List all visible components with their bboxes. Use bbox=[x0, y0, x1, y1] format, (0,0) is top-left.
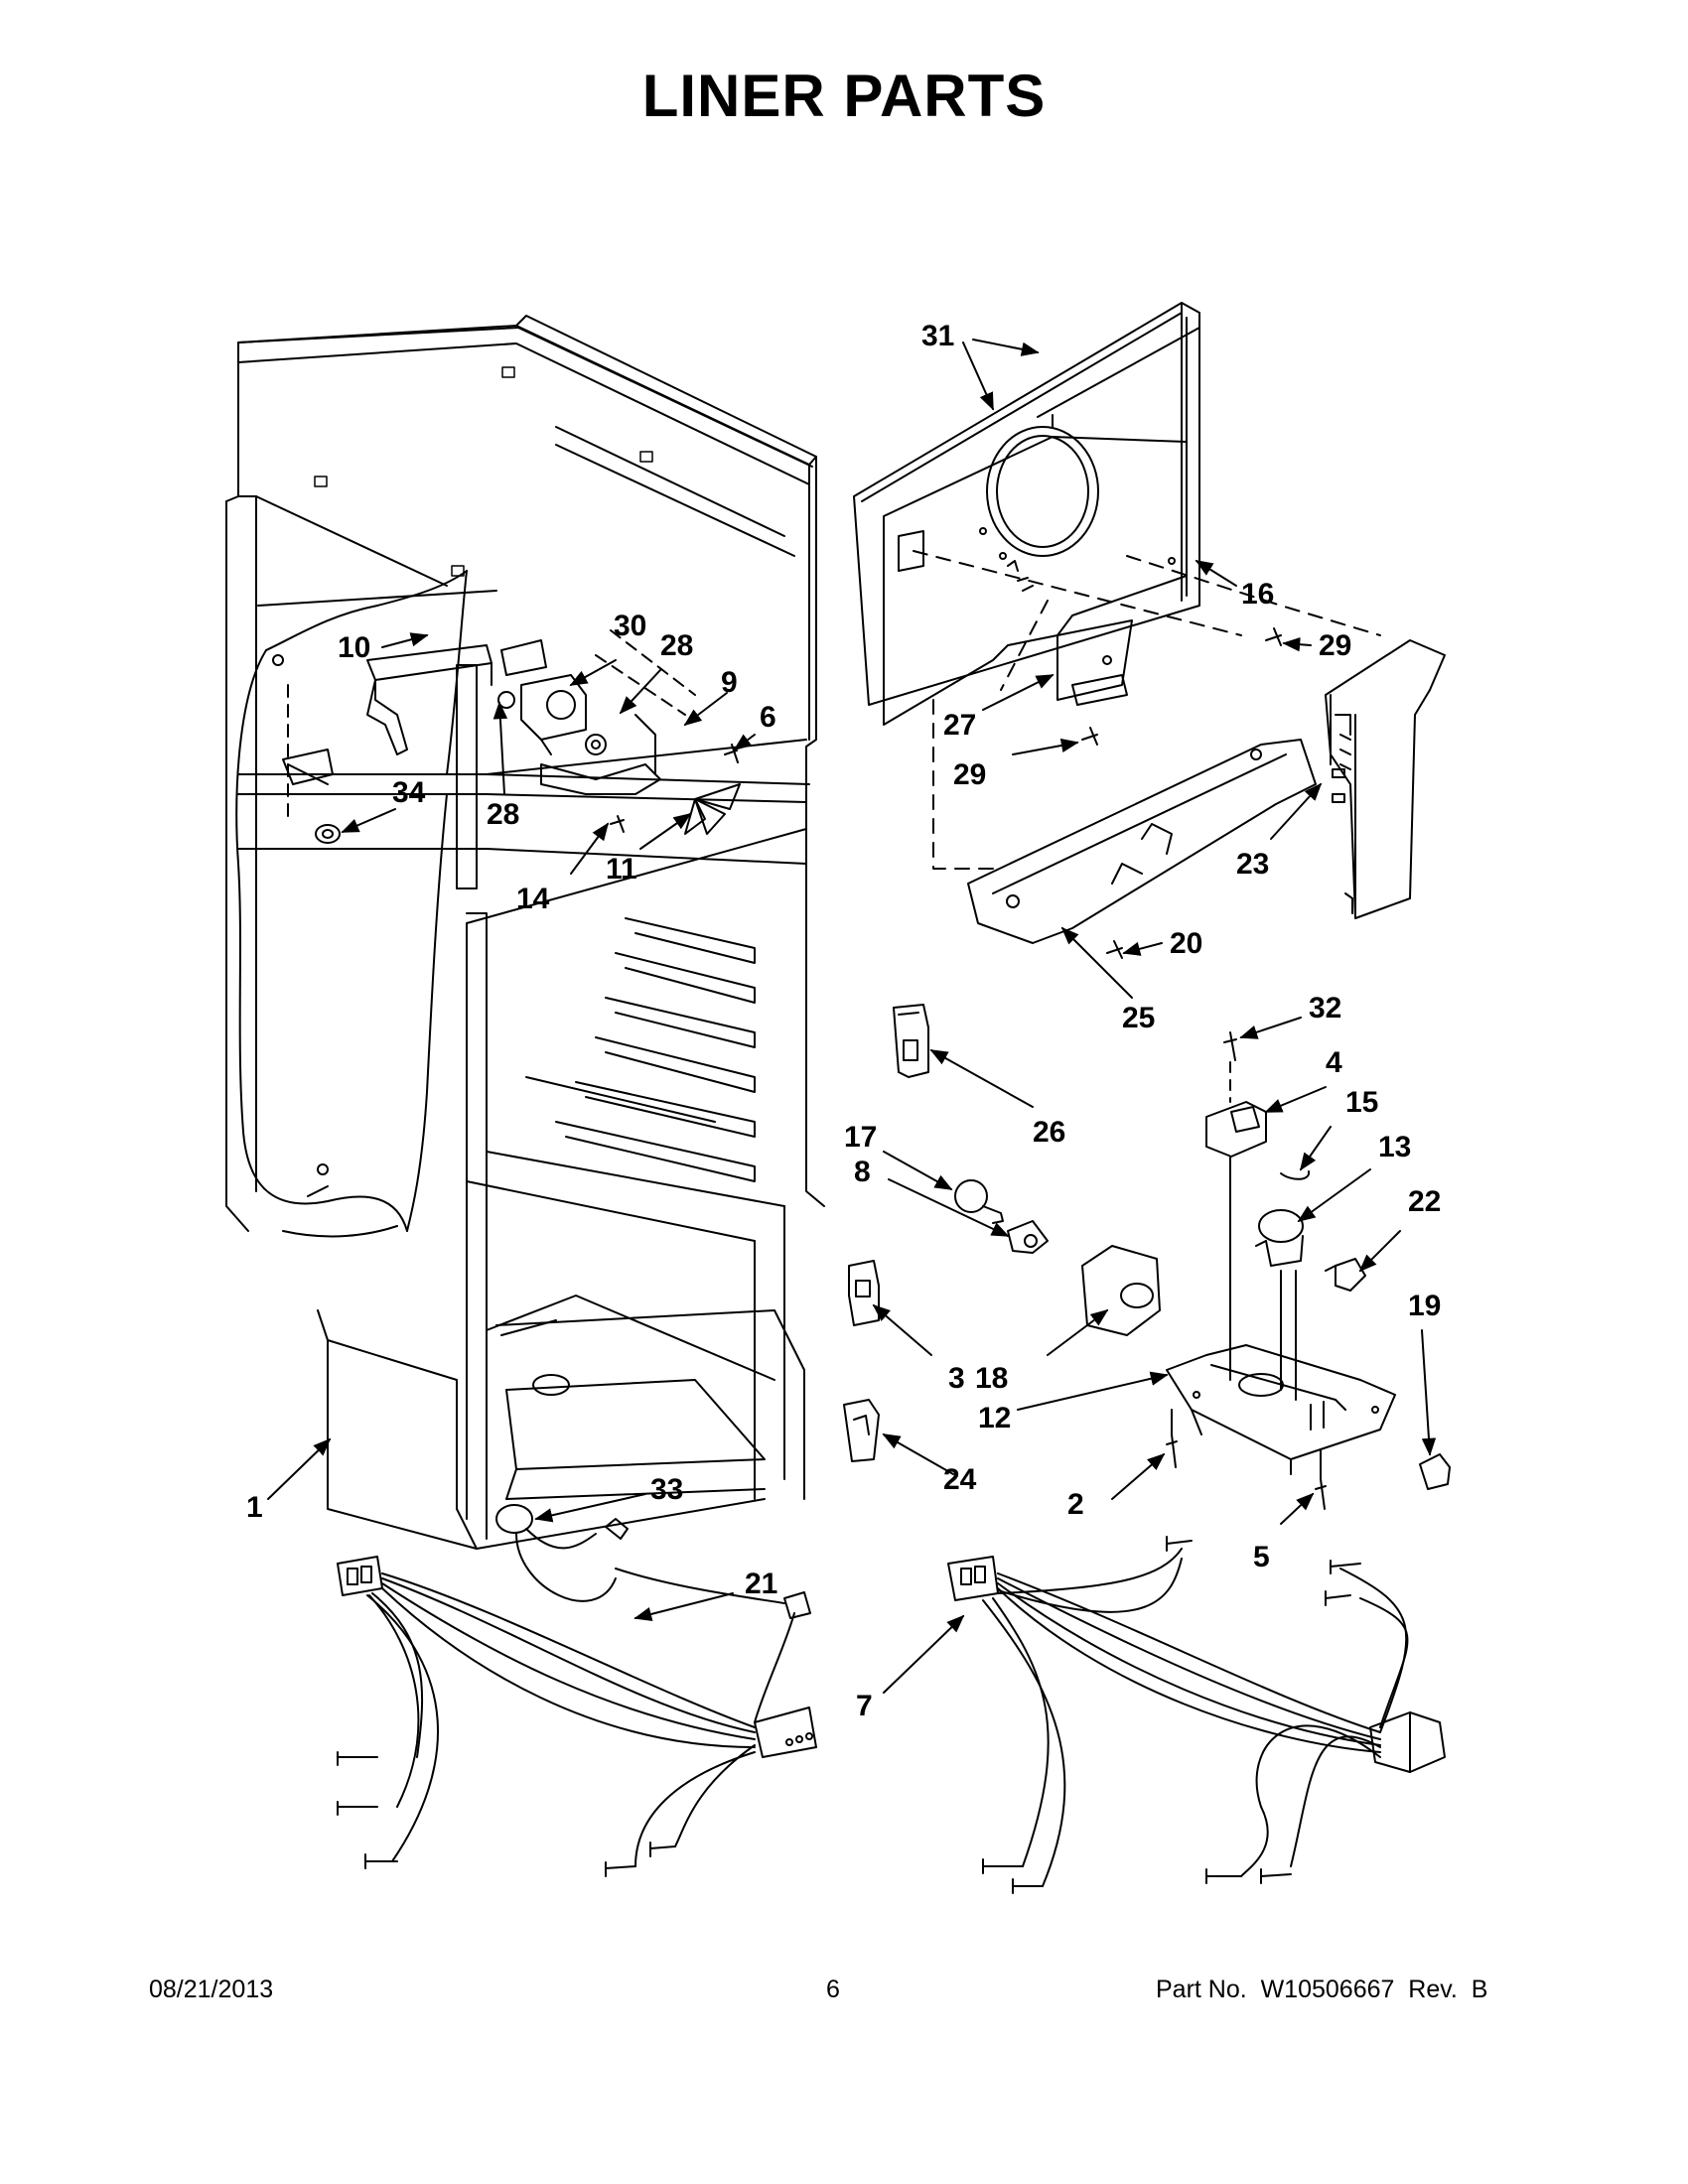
footer-page-number: 6 bbox=[826, 1976, 840, 2003]
wire-harness-left bbox=[337, 1504, 817, 1877]
callout-21: 21 bbox=[745, 1568, 777, 1600]
callout-7: 7 bbox=[856, 1690, 873, 1722]
callout-2: 2 bbox=[1067, 1488, 1084, 1521]
callout-leaders bbox=[267, 339, 1437, 1694]
callout-29: 29 bbox=[1319, 629, 1351, 662]
callout-4: 4 bbox=[1326, 1046, 1342, 1079]
callout-17: 17 bbox=[844, 1121, 877, 1154]
callout-14: 14 bbox=[516, 883, 550, 915]
callout-25: 25 bbox=[1122, 1002, 1155, 1034]
callout-34: 34 bbox=[392, 776, 426, 809]
callout-10: 10 bbox=[338, 631, 370, 664]
callout-9: 9 bbox=[721, 666, 738, 699]
callout-6: 6 bbox=[760, 701, 776, 734]
evaporator-fan-assembly bbox=[287, 629, 741, 844]
footer-part-number: Part No. W10506667 Rev. B bbox=[1156, 1976, 1488, 2003]
callout-24: 24 bbox=[943, 1463, 977, 1496]
page-title: LINER PARTS bbox=[641, 63, 1047, 129]
callout-13: 13 bbox=[1378, 1131, 1411, 1163]
callout-26: 26 bbox=[1033, 1116, 1065, 1149]
callout-27: 27 bbox=[943, 709, 976, 742]
callout-11: 11 bbox=[606, 853, 637, 886]
control-housing-assembly bbox=[843, 1004, 1451, 1510]
callout-numbers: 31 16 29 27 29 23 20 25 10 30 28 9 6 34 … bbox=[246, 320, 1441, 1722]
wire-harness-right bbox=[947, 1536, 1446, 1894]
callout-32: 32 bbox=[1309, 992, 1341, 1024]
evaporator-cover-assembly bbox=[853, 302, 1446, 959]
callout-8: 8 bbox=[854, 1156, 871, 1188]
callout-22: 22 bbox=[1408, 1185, 1441, 1218]
refrigerator-liner bbox=[225, 315, 825, 1550]
callout-28: 28 bbox=[660, 629, 693, 662]
callout-23: 23 bbox=[1236, 848, 1269, 881]
callout-18: 18 bbox=[975, 1362, 1008, 1395]
callout-29: 29 bbox=[953, 758, 986, 791]
callout-28: 28 bbox=[487, 798, 519, 831]
callout-16: 16 bbox=[1241, 578, 1274, 611]
callout-31: 31 bbox=[921, 320, 954, 352]
callout-3: 3 bbox=[948, 1362, 965, 1395]
callout-15: 15 bbox=[1345, 1086, 1378, 1119]
callout-30: 30 bbox=[614, 610, 646, 642]
callout-5: 5 bbox=[1253, 1541, 1270, 1573]
footer-date: 08/21/2013 bbox=[149, 1976, 274, 2003]
callout-19: 19 bbox=[1408, 1290, 1441, 1322]
callout-12: 12 bbox=[978, 1402, 1011, 1434]
callout-33: 33 bbox=[650, 1473, 683, 1506]
callout-20: 20 bbox=[1170, 927, 1202, 960]
callout-1: 1 bbox=[246, 1491, 263, 1524]
